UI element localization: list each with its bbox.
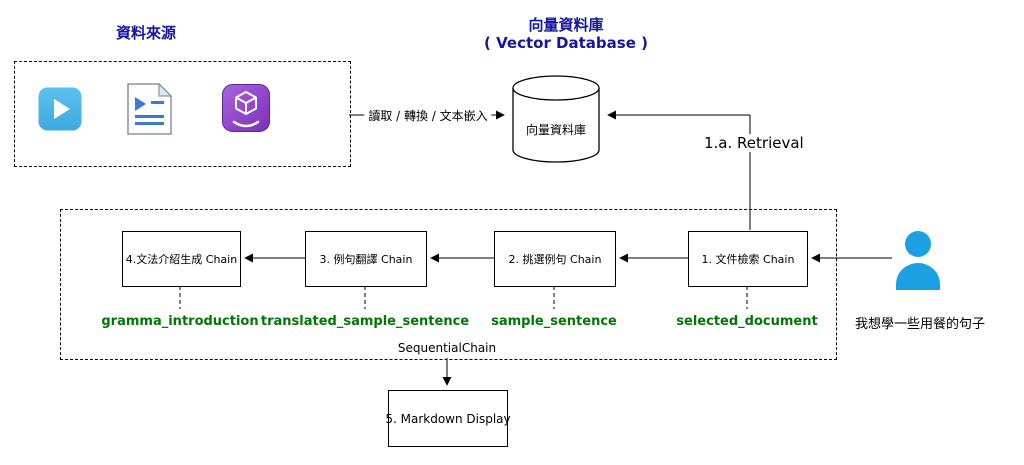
vector-db-title: 向量資料庫 (528, 16, 604, 34)
output-gramma-introduction: gramma_introduction (101, 314, 259, 329)
sources-title: 資料來源 (116, 24, 177, 42)
chain-node-sentence-selection: 2. 挑選例句 Chain (494, 231, 616, 287)
database-cylinder-icon (511, 74, 601, 168)
package-icon (222, 84, 270, 136)
vector-db-cylinder-label: 向量資料庫 (525, 123, 586, 137)
video-icon (38, 87, 82, 135)
markdown-display-node: 5. Markdown Display (385, 390, 511, 447)
document-icon (127, 82, 173, 139)
output-sample-sentence: sample_sentence (491, 314, 617, 329)
chain-node-sentence-translation: 3. 例句翻譯 Chain (305, 231, 427, 287)
chain-node-grammar-generation: 4.文法介紹生成 Chain (122, 231, 241, 287)
retrieval-label: 1.a. Retrieval (702, 134, 806, 152)
user-query-text: 我想學一些用餐的句子 (854, 317, 986, 332)
ingest-arrow-label: 讀取 / 轉換 / 文本嵌入 (364, 107, 492, 124)
output-translated-sample-sentence: translated_sample_sentence (260, 314, 470, 329)
output-selected-document: selected_document (676, 314, 818, 329)
sources-group-box (14, 61, 351, 167)
vector-db-subtitle: ( Vector Database ) (484, 34, 648, 52)
chain-node-document-retrieval: 1. 文件檢索 Chain (688, 231, 808, 287)
sequential-chain-label: SequentialChain (394, 341, 500, 355)
user-person-icon (895, 231, 941, 294)
sequential-chain-box (60, 209, 837, 360)
